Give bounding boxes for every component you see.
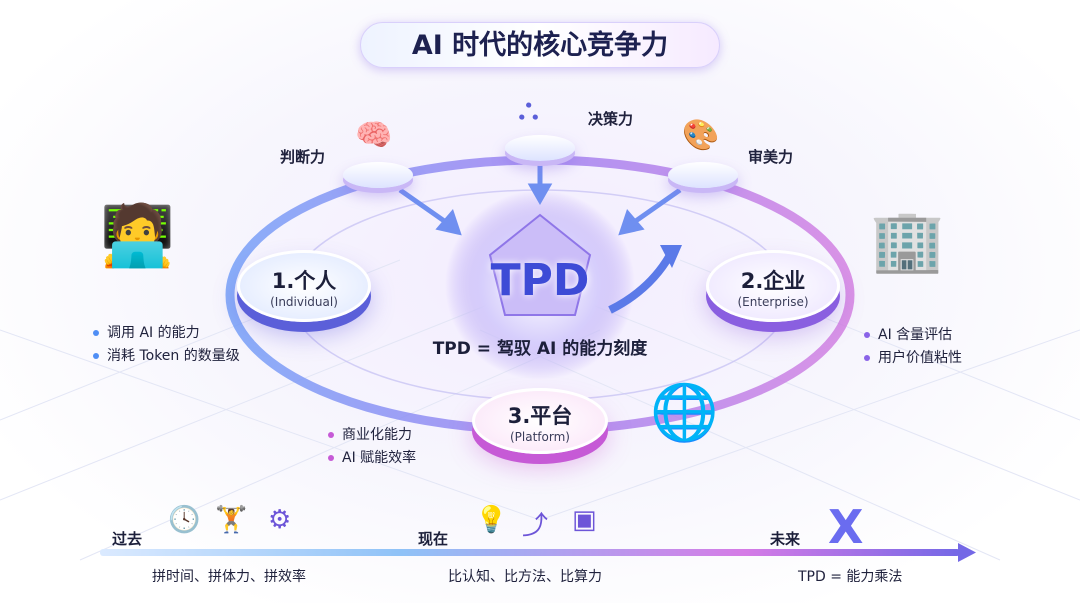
node-title: 3.平台 — [507, 404, 573, 428]
timeline-present-label: 现在 — [418, 530, 449, 548]
node-title: 2.企业 — [740, 269, 806, 293]
brain-icon: 🧠 — [355, 118, 393, 153]
flow-arrows — [398, 160, 682, 236]
bullet-item: 消耗 Token 的数量级 — [93, 345, 240, 368]
page-title: AI 时代的核心竞争力 — [360, 22, 720, 68]
tpd-equation: TPD = 驾驭 AI 的能力刻度 — [432, 339, 648, 359]
bullet-item: AI 赋能效率 — [328, 447, 416, 470]
decision-tree-icon: ⛬ — [518, 92, 539, 127]
gears-icon: ⚙ — [268, 505, 292, 535]
crystal-icon — [488, 213, 592, 316]
growth-arrow-icon — [660, 245, 682, 268]
ability-label-decision: 决策力 — [588, 110, 634, 128]
timeline-past-desc: 拼时间、拼体力、拼效率 — [152, 569, 306, 585]
node-title: 1.个人 — [271, 269, 337, 293]
timeline-present-desc: 比认知、比方法、比算力 — [448, 569, 602, 585]
timeline-arrowhead — [958, 543, 976, 562]
bullet-item: 商业化能力 — [328, 424, 416, 447]
pedestal — [668, 162, 738, 188]
ability-label-aesthetic: 审美力 — [748, 148, 794, 166]
palette-icon: 🎨 — [682, 118, 720, 153]
timeline-bar — [100, 549, 960, 556]
enterprise-building-illustration: 🏢 — [870, 206, 945, 276]
weightlifter-icon: 🏋 — [215, 505, 248, 535]
pedestal — [343, 162, 413, 188]
clock-icon: 🕓 — [168, 505, 201, 535]
platform-bullets: 商业化能力 AI 赋能效率 — [328, 424, 416, 470]
timeline-past-label: 过去 — [112, 530, 143, 548]
node-platform[interactable]: 3.平台 (Platform) — [472, 388, 608, 454]
bullet-item: 调用 AI 的能力 — [93, 322, 240, 345]
node-individual[interactable]: 1.个人 (Individual) — [237, 250, 371, 322]
node-subtitle: (Enterprise) — [737, 295, 809, 309]
timeline-future-desc: TPD = 能力乘法 — [798, 569, 903, 585]
individual-bullets: 调用 AI 的能力 消耗 Token 的数量级 — [93, 322, 240, 368]
tpd-center-label: TPD — [490, 255, 590, 306]
chip-icon: ▣ — [572, 505, 597, 535]
ability-label-judgment: 判断力 — [280, 148, 326, 166]
bullet-item: AI 含量评估 — [864, 324, 962, 347]
enterprise-bullets: AI 含量评估 用户价值粘性 — [864, 324, 962, 370]
node-subtitle: (Individual) — [270, 295, 338, 309]
pedestal — [505, 135, 575, 161]
timeline-future-label: 未来 — [770, 530, 801, 548]
platform-network-illustration: 🌐 — [650, 380, 719, 444]
node-enterprise[interactable]: 2.企业 (Enterprise) — [706, 250, 840, 322]
x-multiply-icon: X — [828, 500, 864, 554]
lightbulb-brain-icon: 💡 — [475, 505, 508, 535]
strategy-icon: ⤴ — [522, 511, 549, 541]
bullet-item: 用户价值粘性 — [864, 347, 962, 370]
node-subtitle: (Platform) — [510, 430, 570, 444]
grid-lines — [0, 259, 1080, 561]
vr-user-illustration: 🧑‍💻 — [100, 201, 175, 271]
